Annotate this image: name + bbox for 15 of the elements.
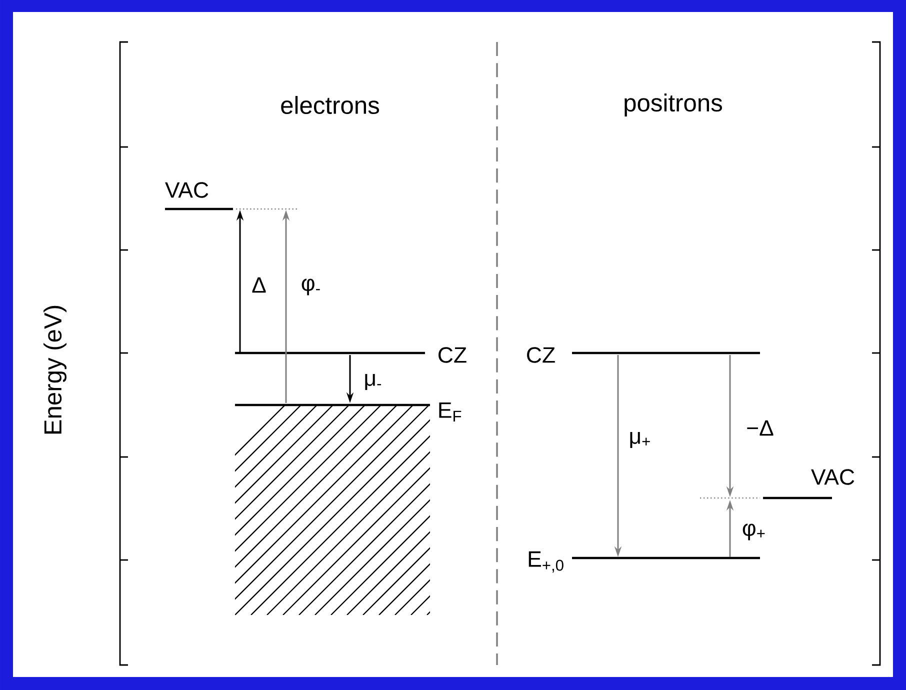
axis-title: Energy (eV)	[44, 306, 66, 434]
column-heading: electrons	[281, 96, 379, 114]
energy-symbol: Δ	[252, 277, 266, 293]
level-label: CZ	[527, 347, 555, 363]
level-label: VAC	[165, 182, 208, 198]
energy-symbol: φ$_{-}$	[302, 278, 320, 296]
energy-symbol: −Δ	[747, 420, 774, 436]
level-label: VAC	[811, 469, 854, 485]
energy-symbol: φ$_{+}$	[742, 524, 765, 540]
energy-symbol: μ$_{-}$	[365, 374, 382, 390]
energy-symbol: μ$_{+}$	[630, 432, 650, 448]
level-label: CZ	[438, 347, 466, 363]
level-label: E$_{F}$	[439, 402, 462, 422]
level-label: E$_{+,0}$	[528, 551, 564, 573]
column-heading: positrons	[624, 94, 722, 116]
